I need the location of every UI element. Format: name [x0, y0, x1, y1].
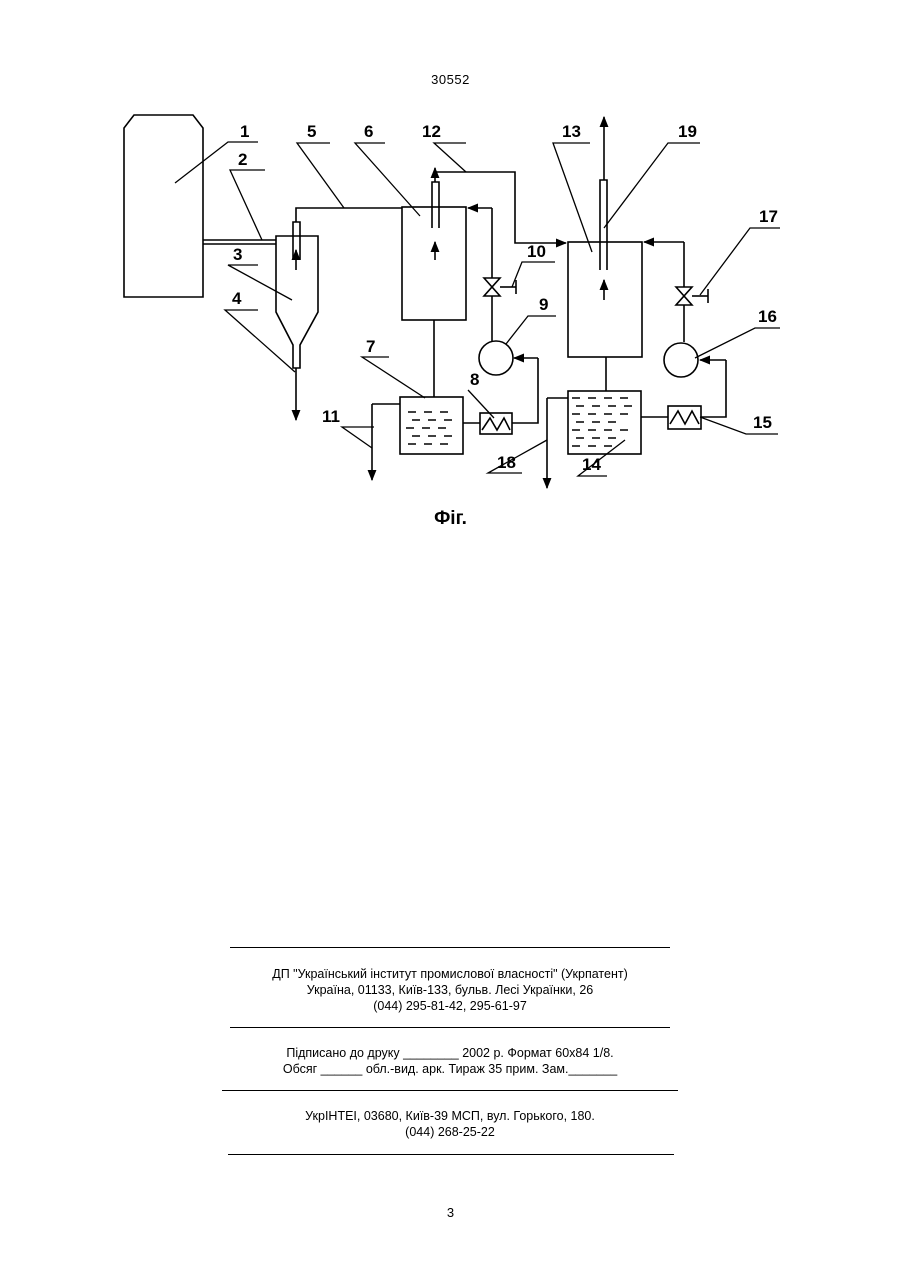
label-11: 11 — [322, 407, 340, 426]
label-5: 5 — [307, 122, 316, 141]
publisher-line-1: ДП "Український інститут промислової вла… — [220, 966, 680, 982]
label-2: 2 — [238, 150, 247, 169]
valve-10 — [484, 278, 500, 296]
signed-line-2: Обсяг ______ обл.-вид. арк. Тираж 35 при… — [220, 1061, 680, 1077]
signing-block: Підписано до друку ________ 2002 р. Форм… — [220, 1045, 680, 1077]
valve-17 — [676, 287, 692, 305]
label-4: 4 — [232, 289, 242, 308]
publisher-line-3: (044) 295-81-42, 295-61-97 — [220, 998, 680, 1014]
signed-line-1: Підписано до друку ________ 2002 р. Форм… — [220, 1045, 680, 1061]
label-6: 6 — [364, 122, 373, 141]
tank-7 — [400, 397, 463, 454]
label-1: 1 — [240, 122, 249, 141]
label-3: 3 — [233, 245, 242, 264]
pump-16 — [664, 343, 698, 377]
label-9: 9 — [539, 295, 548, 314]
label-13: 13 — [562, 122, 581, 141]
printer-line-2: (044) 268-25-22 — [220, 1124, 680, 1140]
label-18: 18 — [497, 453, 516, 472]
process-flow-diagram: 1 2 3 4 5 6 7 8 9 10 11 12 13 14 15 16 1… — [0, 0, 901, 500]
pump-9 — [479, 341, 513, 375]
divider — [230, 1027, 670, 1028]
label-7: 7 — [366, 337, 375, 356]
cyclone-shape — [276, 236, 318, 368]
label-10: 10 — [527, 242, 546, 261]
label-17: 17 — [759, 207, 778, 226]
label-19: 19 — [678, 122, 697, 141]
page-number: 3 — [0, 1205, 901, 1220]
publisher-block: ДП "Український інститут промислової вла… — [220, 966, 680, 1014]
printer-block: УкрІНТЕІ, 03680, Київ-39 МСП, вул. Горьк… — [220, 1108, 680, 1140]
label-16: 16 — [758, 307, 777, 326]
figure-caption: Фіг. — [0, 508, 901, 530]
divider — [230, 947, 670, 948]
pipe-5 — [296, 208, 402, 222]
printer-line-1: УкрІНТЕІ, 03680, Київ-39 МСП, вул. Горьк… — [220, 1108, 680, 1124]
label-14: 14 — [582, 455, 601, 474]
label-15: 15 — [753, 413, 772, 432]
furnace-shape — [124, 115, 203, 297]
label-8: 8 — [470, 370, 479, 389]
divider — [222, 1090, 678, 1091]
vessel-13 — [568, 242, 642, 357]
divider — [228, 1154, 674, 1155]
label-12: 12 — [422, 122, 441, 141]
vessel-6 — [402, 207, 466, 320]
publisher-line-2: Україна, 01133, Київ-133, бульв. Лесі Ук… — [220, 982, 680, 998]
